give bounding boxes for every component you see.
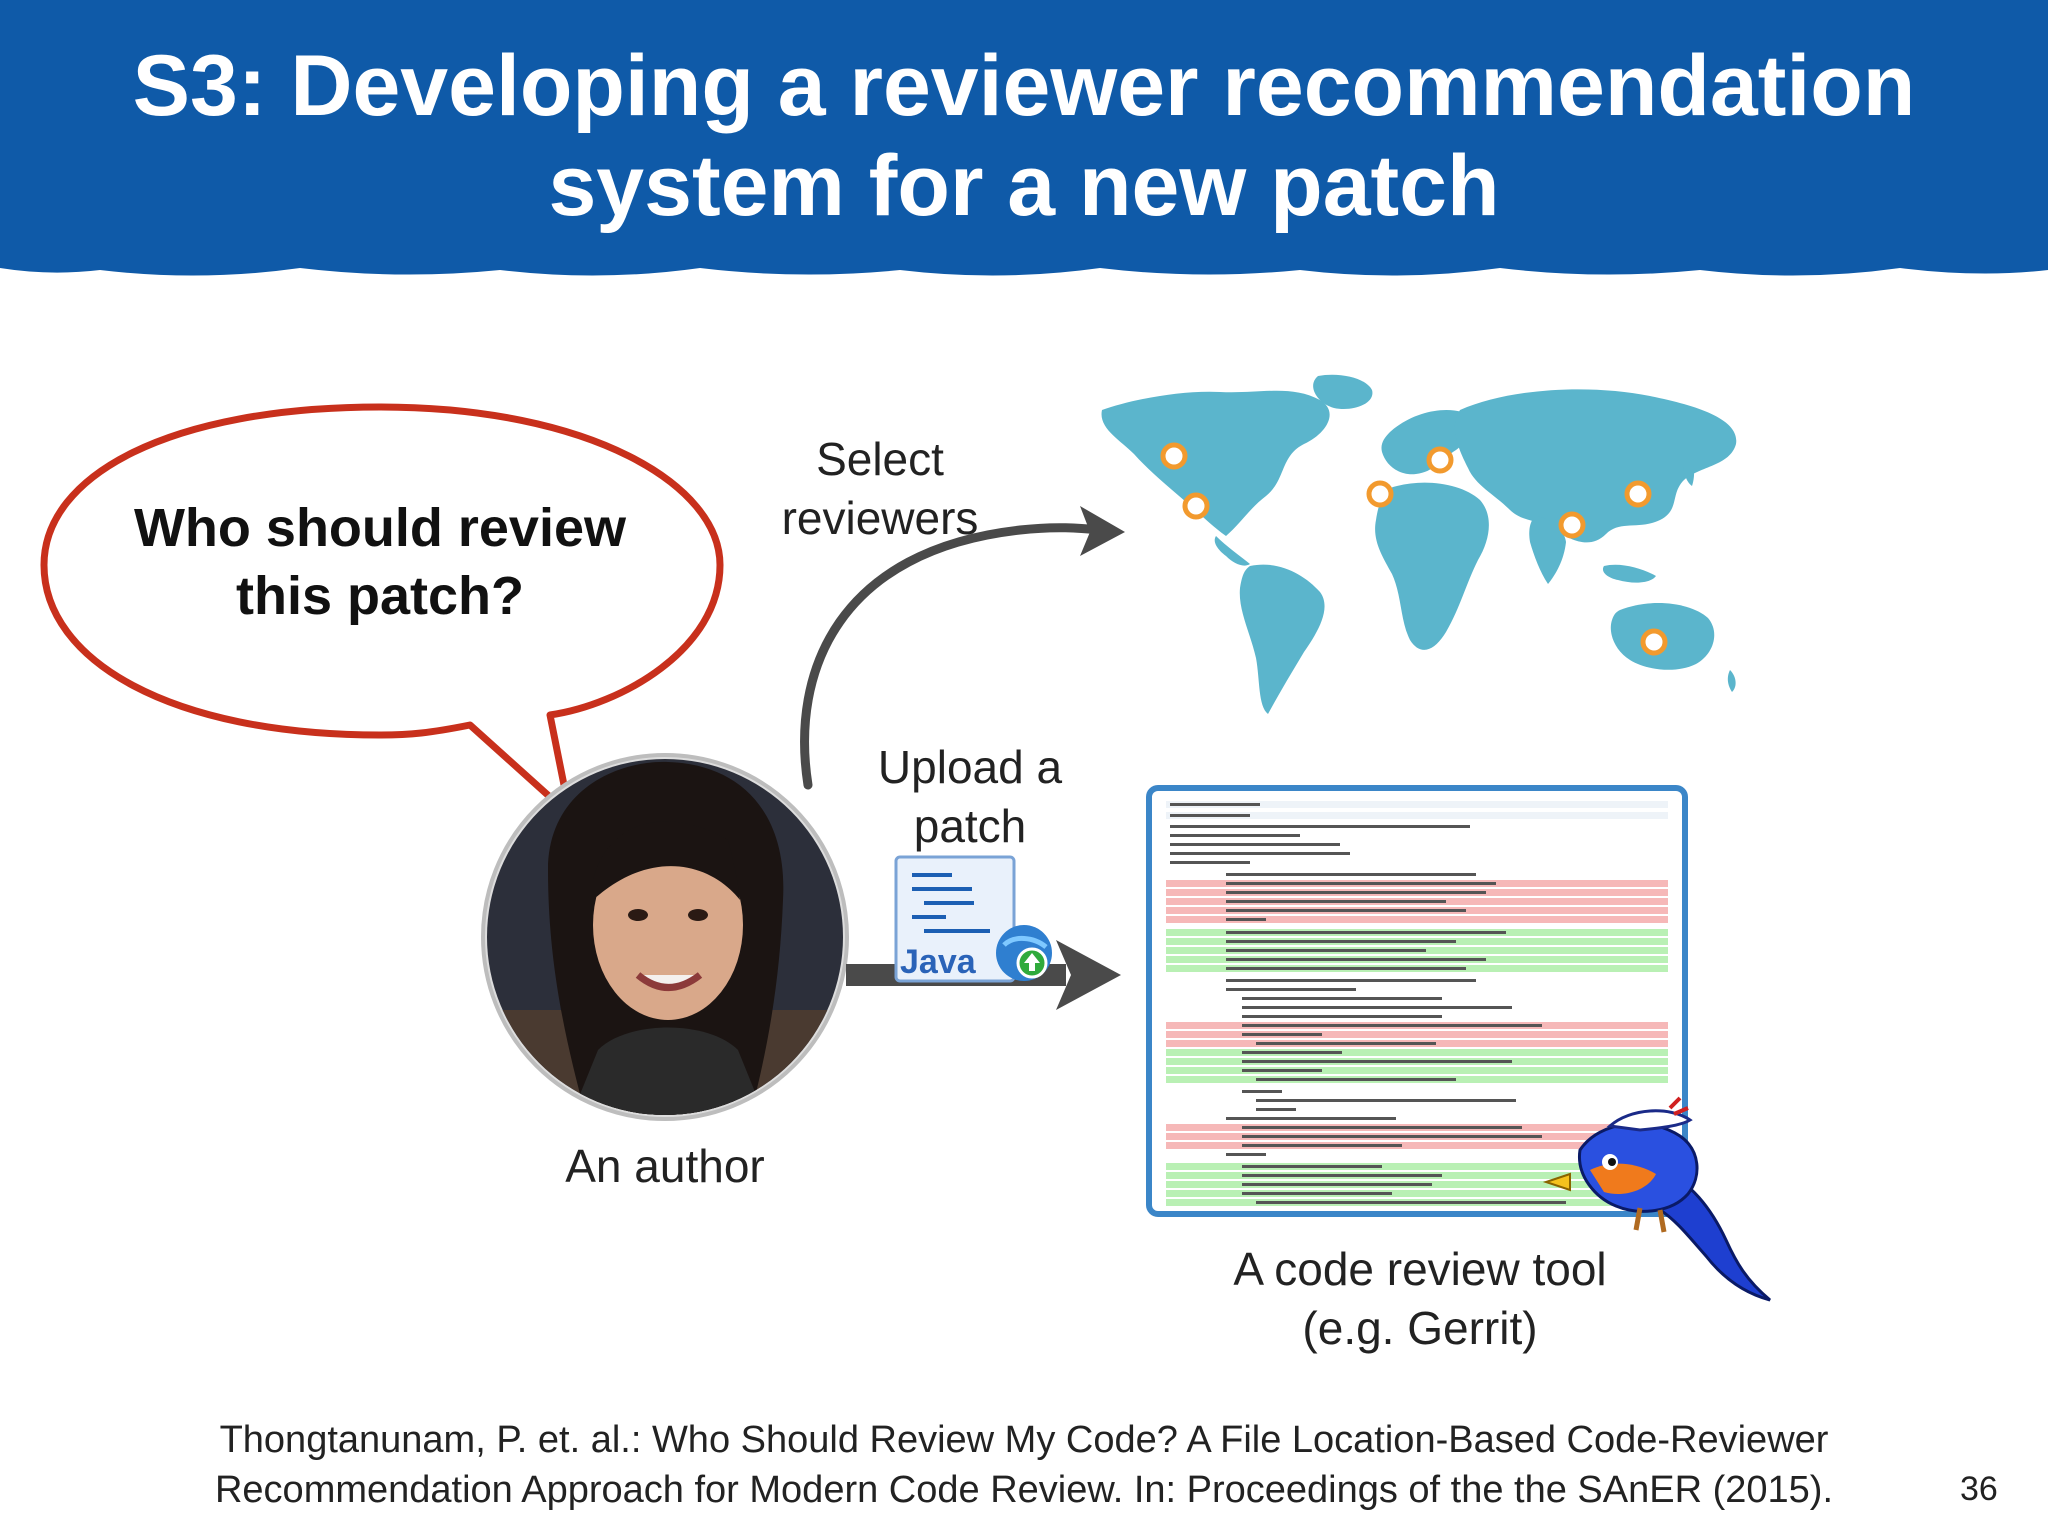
slide-title-line1: S3: Developing a reviewer recommendation <box>132 38 1916 134</box>
select-reviewers-label-line2: reviewers <box>781 492 979 544</box>
title-banner: S3: Developing a reviewer recommendation… <box>0 0 2048 290</box>
world-map <box>1101 374 1737 714</box>
map-marker-3 <box>1366 480 1394 508</box>
gerrit-bird-mascot <box>1542 1096 1771 1302</box>
map-marker-1 <box>1160 442 1188 470</box>
author-label: An author <box>565 1140 765 1192</box>
map-marker-6 <box>1624 480 1652 508</box>
bubble-text-line2: this patch? <box>235 566 524 626</box>
code-review-tool-label-line2: (e.g. Gerrit) <box>1302 1302 1538 1354</box>
code-review-tool-label-line1: A code review tool <box>1233 1243 1607 1295</box>
map-marker-5 <box>1558 511 1586 539</box>
slide-title-line2: system for a new patch <box>548 138 1500 234</box>
select-reviewers-label-line1: Select <box>816 433 944 485</box>
speech-bubble <box>40 403 724 819</box>
citation-line2: Recommendation Approach for Modern Code … <box>214 1469 1834 1511</box>
upload-patch-label-line2: patch <box>913 800 1027 852</box>
page-number: 36 <box>1960 1470 1998 1508</box>
banner-background <box>0 0 2048 276</box>
select-reviewers-arrow <box>800 506 1125 790</box>
java-label: Java <box>900 943 977 981</box>
citation-line1: Thongtanunam, P. et. al.: Who Should Rev… <box>219 1419 1829 1461</box>
map-marker-2 <box>1182 492 1210 520</box>
bubble-text-line1: Who should review <box>133 498 627 558</box>
author-photo <box>481 753 849 1121</box>
map-marker-7 <box>1640 628 1668 656</box>
java-file-icon: Java <box>894 855 1052 983</box>
upload-patch-label-line1: Upload a <box>877 741 1063 793</box>
map-marker-4 <box>1426 446 1454 474</box>
